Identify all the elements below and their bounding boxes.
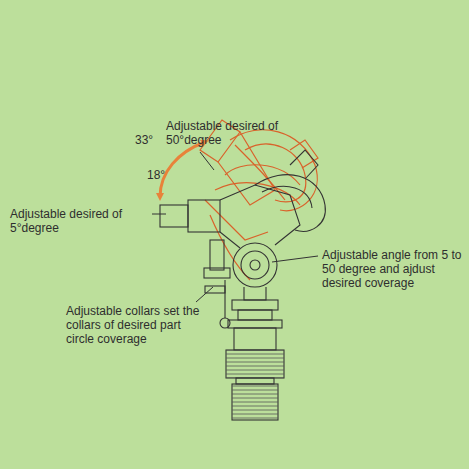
callout-label: Adjustable desired of 5°degree: [10, 207, 145, 235]
callout-label: Adjustable desired of 50°degree: [166, 119, 294, 147]
callout-label: Adjustable angle from 5 to 50 degree and…: [322, 248, 466, 290]
callout-label: Adjustable collars set the collars of de…: [66, 304, 212, 346]
angle-label: 33°: [135, 133, 165, 147]
angle-label: 18°: [147, 168, 177, 182]
